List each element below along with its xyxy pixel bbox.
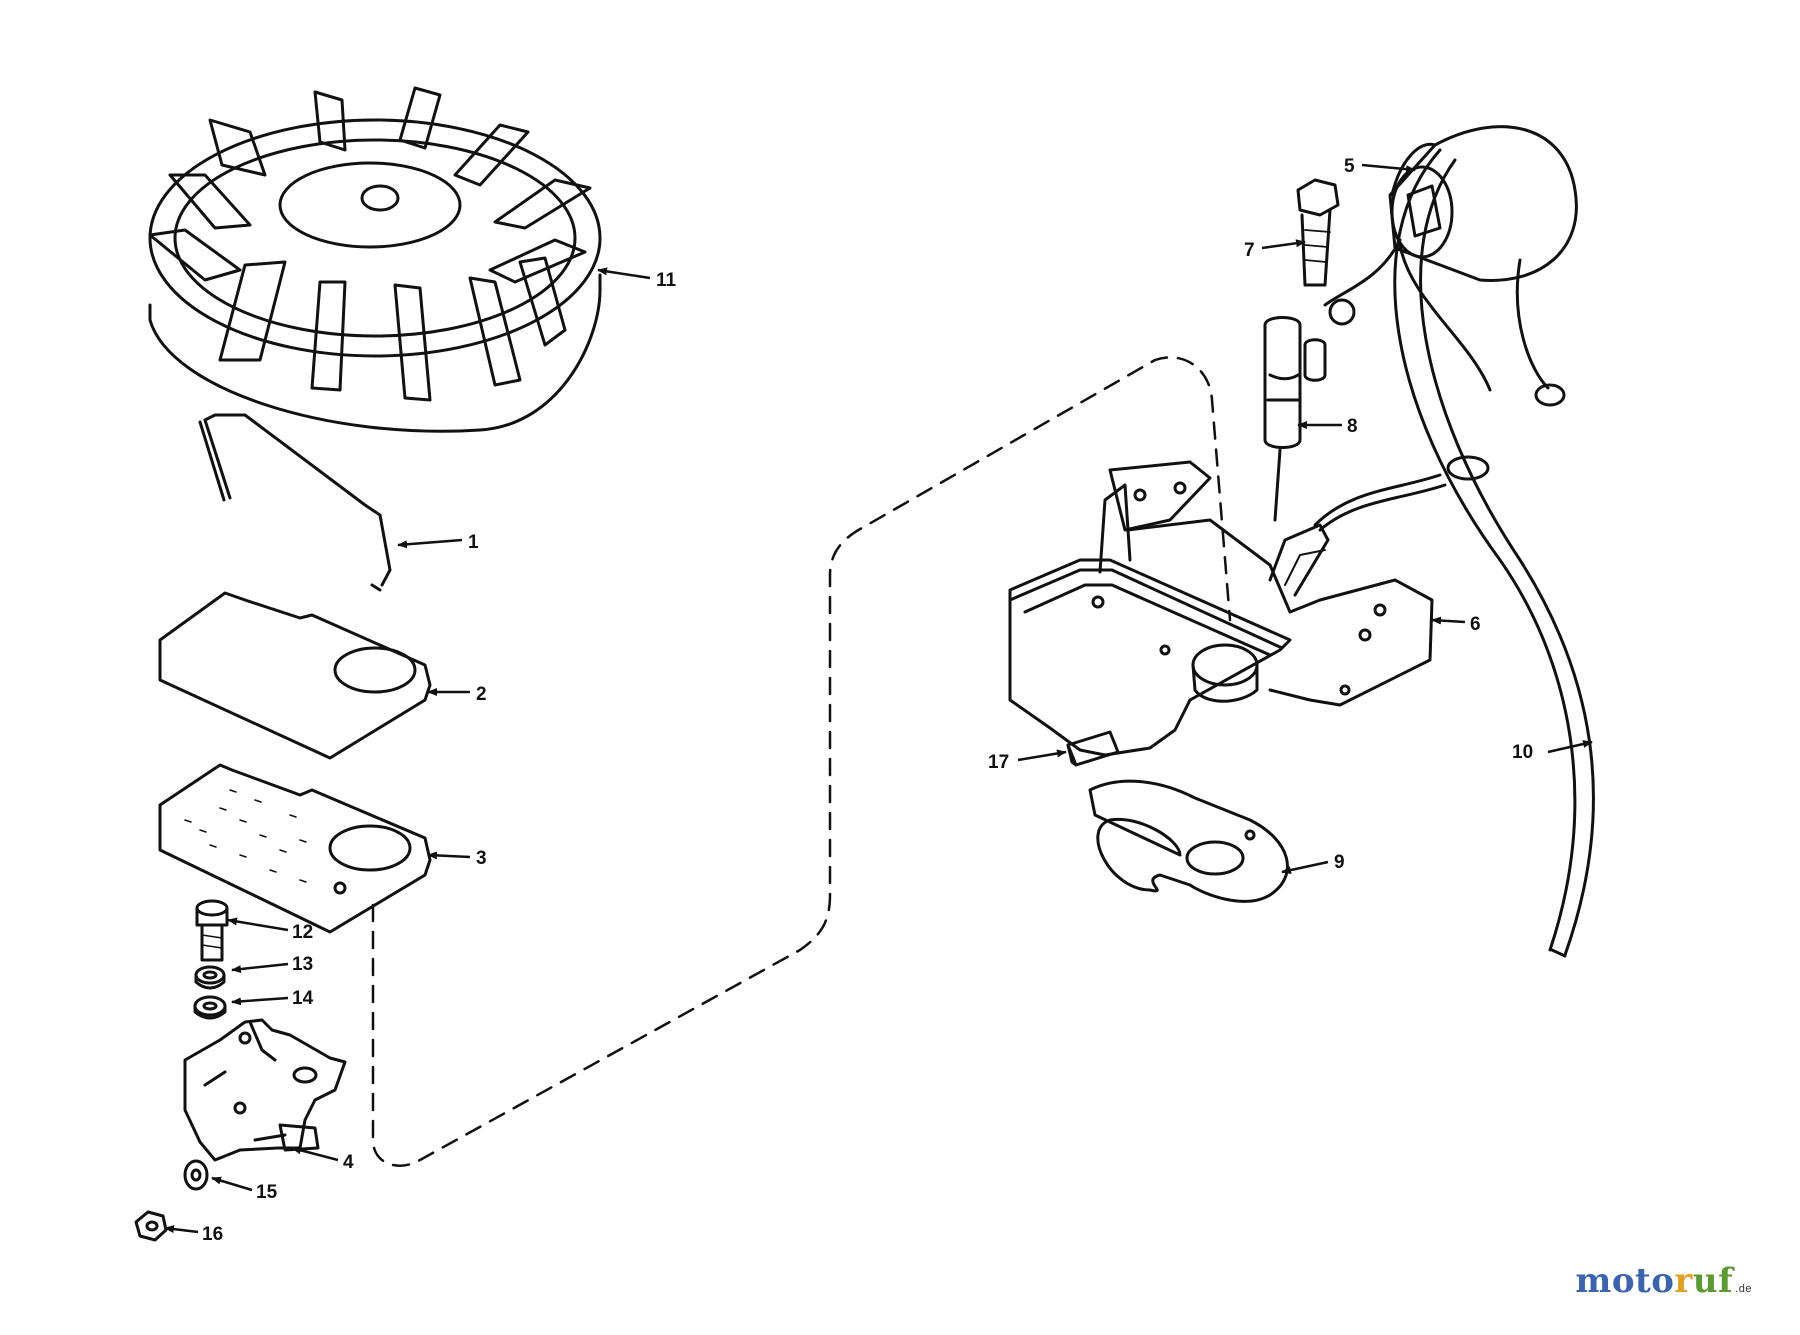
leader-line-6 (1431, 616, 1466, 625)
bolt-drawing (1296, 178, 1340, 287)
callout-8: 8 (1347, 416, 1358, 437)
leader-line-15 (211, 1176, 253, 1192)
gasket-drawing (158, 763, 432, 934)
breaker-points-drawing (183, 1018, 347, 1162)
flat-washer-drawing (193, 995, 227, 1020)
cam-plate-drawing (1088, 779, 1289, 903)
callout-2: 2 (476, 684, 487, 705)
callout-7: 7 (1244, 240, 1255, 261)
leader-line-17 (1017, 749, 1067, 762)
plate-drawing (158, 591, 432, 760)
ht-lead-drawing (1393, 148, 1595, 958)
callout-12: 12 (292, 922, 313, 943)
ignition-coil-drawing (1323, 125, 1578, 407)
flywheel-drawing (148, 86, 602, 433)
callout-6: 6 (1470, 614, 1481, 635)
leader-line-5 (1361, 163, 1416, 174)
screw-drawing (195, 899, 229, 962)
small-washer-drawing (183, 1159, 209, 1191)
watermark-segment: r (1674, 1261, 1693, 1301)
leader-line-11 (597, 267, 651, 280)
callout-17: 17 (988, 752, 1009, 773)
wire-spring-drawing (198, 413, 392, 592)
coil-base-drawing (1008, 460, 1434, 757)
watermark-segment: moto (1575, 1261, 1675, 1301)
leader-line-7 (1261, 239, 1306, 250)
leader-line-3 (427, 851, 471, 860)
leader-line-4 (291, 1146, 339, 1162)
hex-nut-drawing (134, 1210, 168, 1242)
leader-line-13 (231, 962, 289, 974)
small-block-drawing (1066, 730, 1120, 767)
callout-3: 3 (476, 848, 487, 869)
leader-line-16 (164, 1225, 199, 1234)
callout-14: 14 (292, 988, 314, 1009)
callout-4: 4 (343, 1152, 354, 1173)
motoruf-watermark-logo: motoruf.de (1575, 1261, 1752, 1301)
leader-line-12 (227, 917, 289, 932)
leader-line-1 (397, 538, 463, 549)
watermark-segment: uf (1692, 1261, 1734, 1301)
primary-wire-drawing (1313, 455, 1490, 532)
callout-5: 5 (1344, 156, 1355, 177)
dashed-connector-line (371, 356, 1232, 1167)
leader-line-14 (231, 996, 289, 1006)
lock-washer-drawing (194, 965, 226, 990)
callout-16: 16 (202, 1224, 223, 1245)
callout-9: 9 (1334, 852, 1345, 873)
callout-10: 10 (1512, 742, 1533, 763)
callout-15: 15 (256, 1182, 278, 1203)
callout-13: 13 (292, 954, 313, 975)
leader-line-9 (1281, 860, 1329, 874)
condenser-drawing (1263, 316, 1327, 522)
callout-1: 1 (468, 532, 479, 553)
callout-11: 11 (656, 270, 677, 291)
watermark-suffix: .de (1735, 1283, 1752, 1295)
leader-line-10 (1547, 740, 1593, 754)
